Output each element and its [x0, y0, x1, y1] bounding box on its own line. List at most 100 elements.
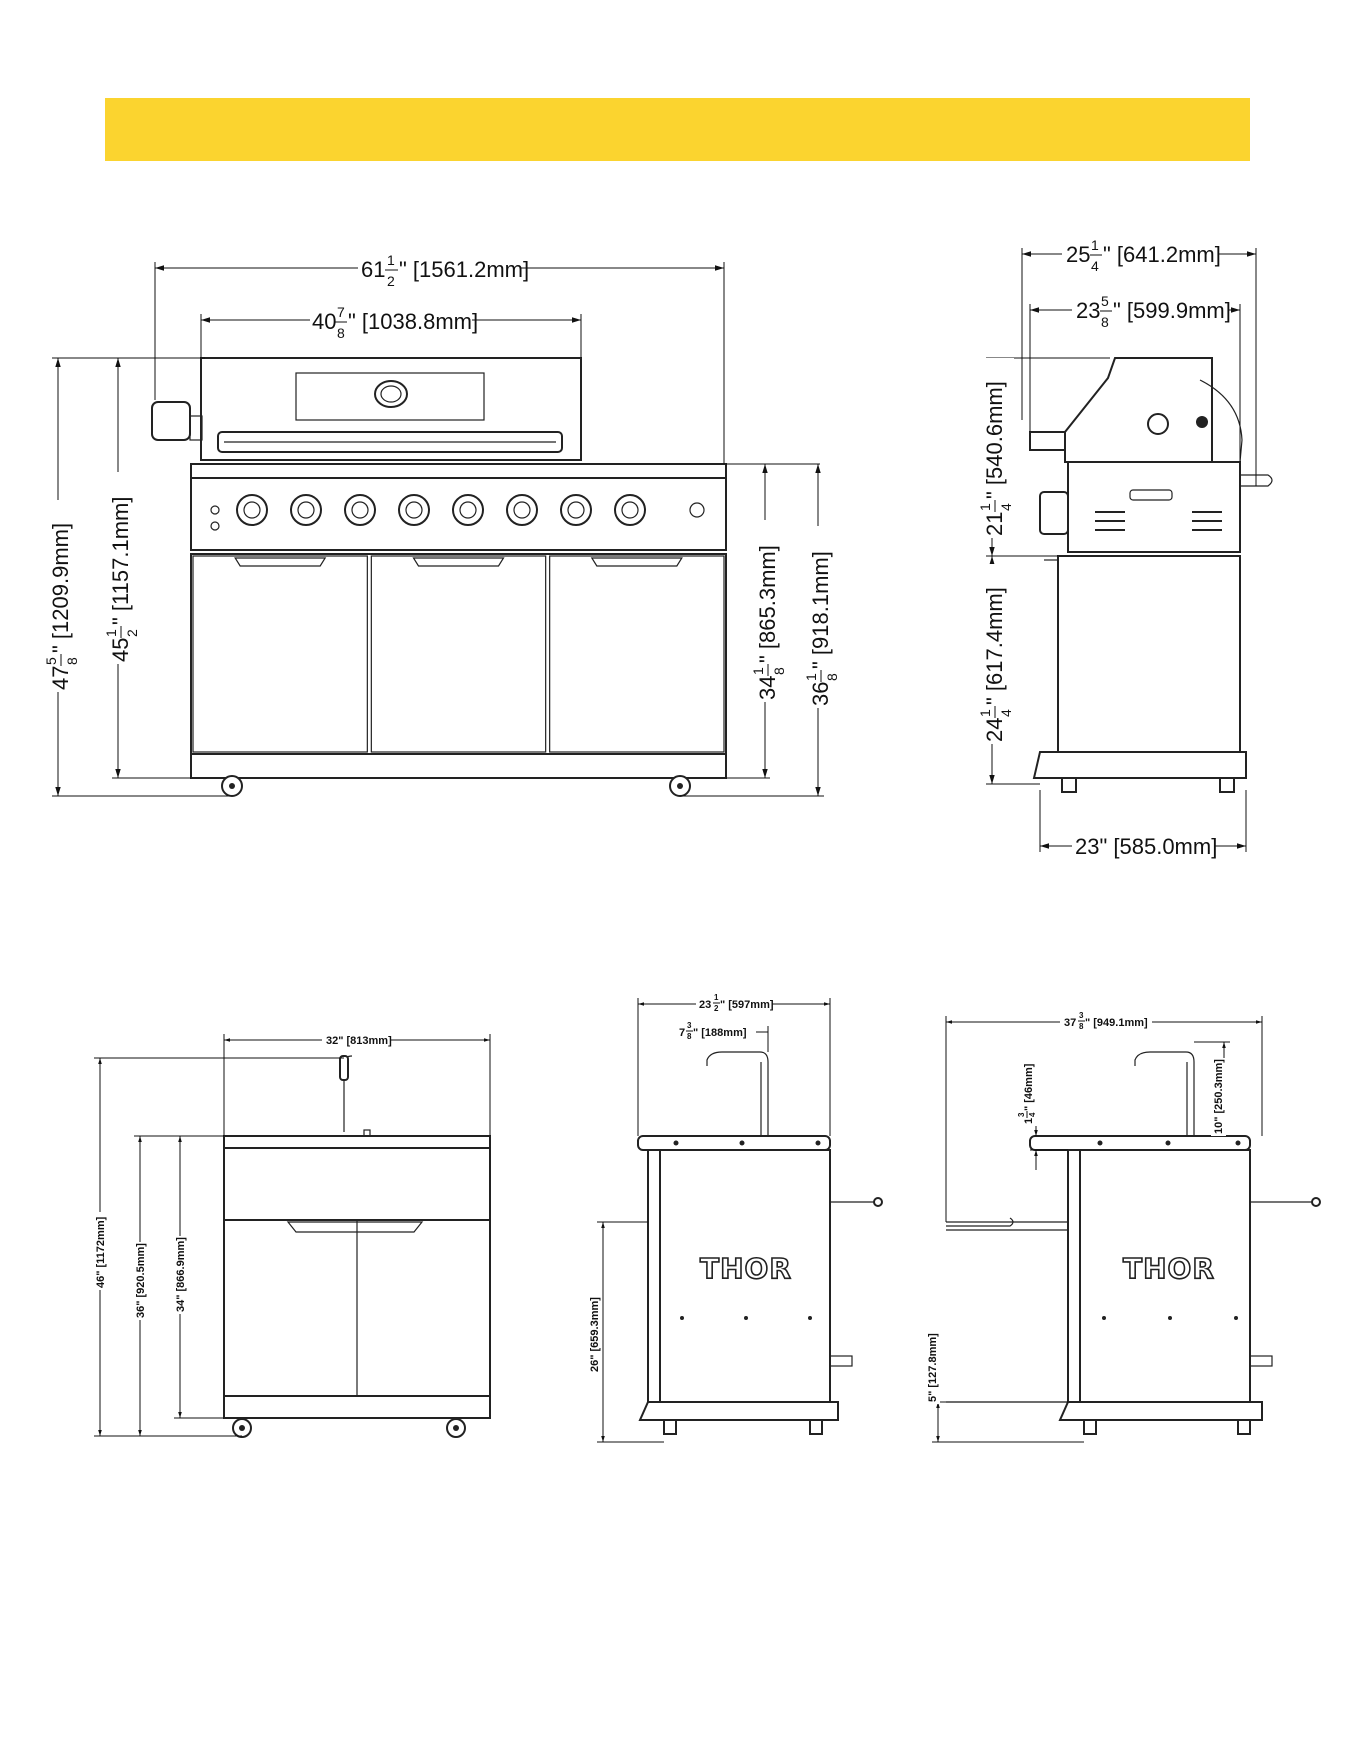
dim-lid-depth-num: 5: [1101, 293, 1109, 309]
side-head: [1067, 461, 1241, 553]
side-cart: [1057, 555, 1241, 753]
dim-side-height-metric: " [918.1mm]: [808, 551, 833, 669]
dim-counter-height-den: 8: [771, 667, 787, 675]
dim-sink-width: 32" [813mm]: [326, 1035, 392, 1047]
dim-lid-depth-metric: " [599.9mm]: [1113, 298, 1231, 323]
side-caster-left-icon: [1061, 777, 1077, 793]
dim-overall-height-den: 8: [64, 657, 80, 665]
dim-counter-height-num: 1: [750, 667, 766, 675]
grill-side-view: 25 1 4 " [641.2mm] 23 5 8 " [599.9mm] 21…: [976, 236, 1273, 860]
dim-sink-cabinet-height: 34" [866.9mm]: [175, 1237, 187, 1312]
dim-overall-width-num: 1: [387, 252, 395, 268]
burner-knob-icon: [236, 494, 268, 526]
dim-faucet-rise: 10" [250.3mm]: [1213, 1059, 1225, 1134]
sink-base: [223, 1395, 491, 1419]
side-sink-cabinet: [659, 1149, 831, 1403]
dim-lid-width-whole: 40: [312, 309, 336, 334]
dim-counter-thickness-metric: " [46mm]: [1023, 1063, 1035, 1111]
cart-base: [190, 753, 727, 779]
dim-door-height: 26" [659.3mm]: [589, 1297, 601, 1372]
dim-sink-depth-metric: " [597mm]: [720, 999, 774, 1011]
dim-counter-height-metric: " [865.3mm]: [755, 545, 780, 663]
dim-closed-height-num: 1: [103, 629, 119, 637]
burner-knob-icon: [398, 494, 430, 526]
dim-overall-depth-num: 1: [1091, 237, 1099, 253]
dim-closed-height-whole: 45: [108, 638, 133, 662]
dim-faucet-offset-metric: " [188mm]: [693, 1027, 747, 1039]
dim-lid-width-num: 7: [337, 304, 345, 320]
door-handle: [234, 557, 327, 567]
side-logo-1: THOR: [700, 1252, 792, 1285]
cabinet-doors: [192, 555, 725, 753]
control-knobs: [236, 494, 646, 526]
dim-overall-width-whole: 61: [361, 257, 385, 282]
dim-cart-height-whole: 24: [982, 718, 1007, 742]
dim-counter-thickness-num: 3: [1017, 1112, 1026, 1117]
sink-door-handle: [286, 1221, 424, 1233]
side-knob-icon: [1147, 413, 1169, 435]
side-logo-2: THOR: [1123, 1252, 1215, 1285]
burner-knob-icon: [506, 494, 538, 526]
dim-overall-height-whole: 47: [48, 666, 73, 690]
dim-base-height: 5" [127.8mm]: [927, 1333, 939, 1402]
sink-front-view: 32" [813mm] 46" [1172mm] 36" [920.5mm] 3…: [93, 1032, 491, 1438]
dim-lid-depth-whole: 23: [1076, 298, 1100, 323]
thermometer-icon: [374, 380, 408, 408]
dim-open-depth-metric: " [949.1mm]: [1085, 1017, 1148, 1029]
dim-overall-height-metric: " [1209.9mm]: [48, 523, 73, 653]
side-burner-left: [151, 401, 191, 441]
burner-knob-icon: [290, 494, 322, 526]
faucet-side: [706, 1051, 769, 1136]
burner-knob-icon: [344, 494, 376, 526]
dim-closed-height-metric: " [1157.1mm]: [108, 497, 133, 625]
dim-sink-depth-whole: 23: [699, 999, 711, 1011]
side-handle: [1029, 431, 1066, 451]
dim-base-depth: 23" [585.0mm]: [1075, 834, 1217, 859]
sink-drawer-panel: [223, 1147, 491, 1221]
open-door: [946, 1229, 1069, 1403]
light-icon: [210, 521, 220, 531]
dim-overall-depth-metric: " [641.2mm]: [1103, 242, 1221, 267]
sink-counter: [223, 1135, 491, 1149]
dim-open-depth-den: 8: [1079, 1022, 1084, 1031]
dim-cart-height-num: 1: [977, 709, 993, 717]
dim-lid-depth-den: 8: [1101, 314, 1109, 330]
cabinet-door: [549, 555, 725, 753]
cabinet-door: [192, 555, 368, 753]
dim-faucet-offset-whole: 7: [679, 1027, 685, 1039]
dim-cart-height-den: 4: [998, 709, 1014, 717]
dim-counter-thickness-whole: 1: [1023, 1118, 1035, 1124]
dim-open-depth-whole: 37: [1064, 1017, 1076, 1029]
door-handle: [590, 557, 683, 567]
dim-lid-height-metric: " [540.6mm]: [982, 381, 1007, 499]
dim-closed-height-den: 2: [124, 629, 140, 637]
side-sink-base: [638, 1401, 839, 1421]
dim-counter-thickness-den: 4: [1028, 1112, 1037, 1117]
side-burner-right: [1039, 491, 1069, 535]
sink-side-view: THOR 23 1 2 " [597mm] 7 3 8 " [188mm] 26…: [587, 990, 883, 1443]
open-base: [1058, 1401, 1263, 1421]
side-sink-counter: [637, 1135, 831, 1151]
counter-top: [190, 463, 727, 479]
faucet-open: [1134, 1051, 1195, 1136]
dim-faucet-offset-num: 3: [687, 1021, 692, 1030]
door-handle: [412, 557, 505, 567]
dim-sink-counter-height: 36" [920.5mm]: [135, 1243, 147, 1318]
dim-faucet-height: 46" [1172mm]: [95, 1216, 107, 1288]
dim-lid-height-den: 4: [998, 503, 1014, 511]
side-caster-right-icon: [1219, 777, 1235, 793]
dim-overall-width-den: 2: [387, 273, 395, 289]
side-lid: [1064, 357, 1213, 463]
dim-sink-depth-num: 1: [714, 993, 719, 1002]
dim-overall-width-metric: " [1561.2mm]: [399, 257, 529, 282]
dim-lid-width-den: 8: [337, 325, 345, 341]
dim-lid-height-num: 1: [977, 503, 993, 511]
dim-side-height-whole: 36: [808, 682, 833, 706]
dim-overall-depth-den: 4: [1091, 258, 1099, 274]
cabinet-door: [370, 555, 547, 753]
dim-overall-depth-whole: 25: [1066, 242, 1090, 267]
dim-side-height-den: 8: [824, 673, 840, 681]
igniter-icon: [210, 505, 220, 515]
dim-overall-height-num: 5: [43, 657, 59, 665]
